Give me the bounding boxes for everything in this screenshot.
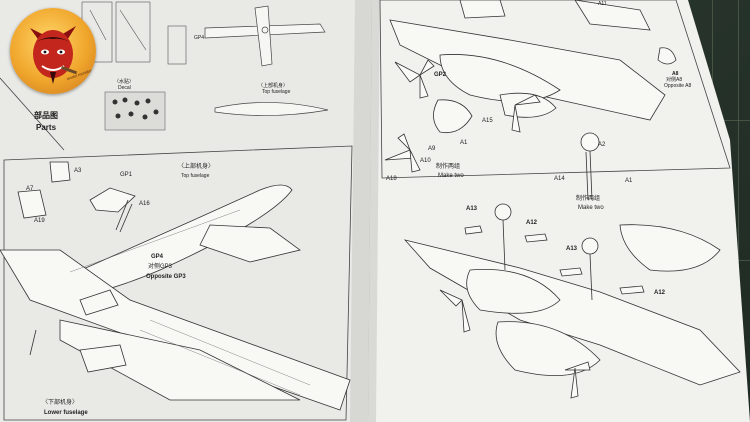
opposite-a8-en: Opposite A8 [664, 83, 692, 89]
opposite-gp3-cn: 对侧GP3 [148, 264, 173, 270]
right-panel-border [379, 0, 731, 179]
part-label-a1-second: A1 [625, 178, 633, 184]
mat-grid-line [738, 0, 739, 422]
part-label-a8: A8 [672, 71, 679, 77]
top-fuselage-part-small [214, 102, 329, 116]
propeller-parts [384, 59, 600, 201]
part-label-a1: A1 [460, 140, 468, 146]
part-label-gp4: GP4 [151, 254, 164, 260]
make-two-en-1: Make two [438, 173, 464, 179]
part-label-a7: A7 [26, 186, 34, 192]
part-label-a11: A11 [598, 1, 607, 7]
opposite-a8-cn: 对侧A8 [666, 77, 683, 83]
sprue-parts-sketch [81, 1, 187, 65]
parts-title-cn: 部品图 [34, 111, 58, 120]
left-panel-border [3, 145, 353, 421]
part-label-a14: A14 [554, 176, 565, 182]
decal-stars [112, 97, 159, 120]
lower-fuselage-cn: 〈下部机身〉 [42, 400, 79, 406]
upper-fuselage-cn: 〈上部机身〉 [178, 164, 215, 170]
make-two-cn-1: 制作两组 [436, 164, 461, 170]
part-label-a13-first: A13 [466, 206, 478, 212]
page-gutter [350, 0, 380, 422]
parts-title-en: Parts [36, 123, 57, 132]
top-view-plane-sketch [204, 5, 326, 67]
part-label-a18: A18 [386, 176, 397, 182]
part-label-gp1: GP1 [120, 172, 133, 178]
devil-face-icon [30, 26, 78, 84]
upper-fuselage-small-en: Top fuselage [262, 89, 291, 95]
decal-label-en: Decal [118, 85, 131, 91]
part-label-a10: A10 [420, 158, 431, 164]
opposite-gp3-en: Opposite GP3 [146, 274, 186, 280]
part-label-a3: A3 [74, 168, 82, 174]
right-wing-assembly-bottom [403, 203, 741, 386]
make-two-cn-2: 制作两组 [576, 196, 601, 202]
model-monster-logo: model monster [10, 8, 96, 94]
sprue-label: GP4 [194, 35, 205, 41]
upper-fuselage-small-cn: 〈上部机身〉 [258, 83, 289, 89]
right-wing-assembly-top [389, 0, 677, 134]
part-label-a15: A15 [482, 118, 493, 124]
part-label-a16: A16 [139, 201, 150, 207]
part-label-a2: A2 [598, 142, 606, 148]
part-label-a19: A19 [34, 218, 45, 224]
part-label-a12-second: A12 [654, 290, 666, 296]
upper-fuselage-en: Top fuselage [181, 173, 210, 179]
part-label-a13-second: A13 [566, 246, 578, 252]
make-two-en-2: Make two [578, 205, 604, 211]
mat-grid-line [700, 120, 750, 121]
decal-label-cn: 〈水贴〉 [114, 79, 135, 85]
part-label-a9: A9 [428, 146, 436, 152]
part-label-gp2: GP2 [434, 72, 447, 78]
lower-fuselage-en: Lower fuselage [44, 410, 88, 416]
part-label-a12-first: A12 [526, 220, 538, 226]
